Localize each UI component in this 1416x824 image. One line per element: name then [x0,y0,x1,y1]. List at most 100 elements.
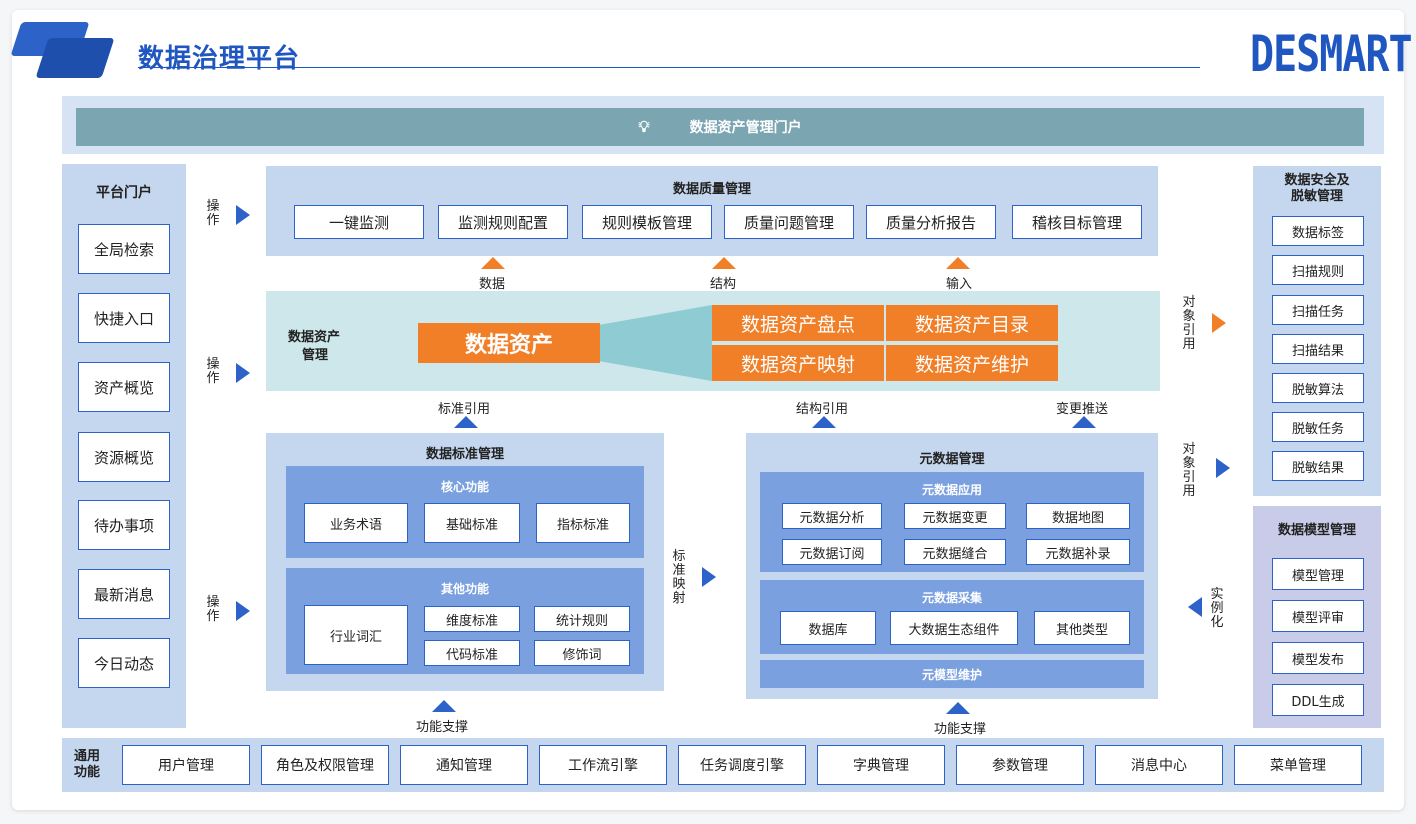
arrow-up-icon [432,700,456,712]
arrow-up-icon [454,416,478,428]
asset-title-line1: 数据资产 [288,330,341,345]
metadata-title: 元数据管理 [919,452,985,467]
model-item-manage[interactable]: 模型管理 [1272,558,1364,590]
security-item-tag[interactable]: 数据标签 [1272,216,1364,246]
security-title: 数据安全及 脱敏管理 [1253,173,1381,205]
asset-item-maintenance[interactable]: 数据资产维护 [886,345,1058,381]
common-item-workflow[interactable]: 工作流引擎 [539,745,667,785]
meta-app-title: 元数据应用 [921,483,982,497]
quality-item-monitor[interactable]: 一键监测 [294,205,424,239]
arrow-up-icon [481,257,505,269]
common-item-scheduler[interactable]: 任务调度引擎 [678,745,806,785]
platform-portal-title: 平台门户 [96,185,152,201]
op-label-3: 操作 [206,595,220,624]
op-label-1: 操作 [206,199,220,228]
meta-model-maint[interactable]: 元模型维护 [760,660,1144,688]
common-title-line2: 功能 [74,765,101,780]
meta-item-stitch[interactable]: 元数据缝合 [904,539,1006,565]
std-item-industry-vocab[interactable]: 行业词汇 [304,605,408,665]
common-item-user[interactable]: 用户管理 [122,745,250,785]
asset-title-line2: 管理 [302,348,329,363]
asset-item-catalog[interactable]: 数据资产目录 [886,305,1058,341]
arrow-right-icon [1216,458,1230,478]
flow-label-data: 数据 [479,277,506,292]
meta-item-change[interactable]: 元数据变更 [904,503,1006,529]
left-item-todo[interactable]: 待办事项 [78,500,170,550]
flow-label-input: 输入 [946,277,973,292]
security-item-scan-result[interactable]: 扫描结果 [1272,334,1364,364]
meta-item-bigdata[interactable]: 大数据生态组件 [890,611,1018,645]
common-item-messages[interactable]: 消息中心 [1095,745,1223,785]
std-item-dimension[interactable]: 维度标准 [424,606,520,632]
meta-collect-title: 元数据采集 [921,591,982,605]
meta-item-analysis[interactable]: 元数据分析 [782,503,882,529]
common-item-notify[interactable]: 通知管理 [400,745,528,785]
model-title: 数据模型管理 [1277,523,1356,538]
std-item-stat-rule[interactable]: 统计规则 [534,606,630,632]
model-item-ddl[interactable]: DDL生成 [1272,684,1364,716]
common-item-menu[interactable]: 菜单管理 [1234,745,1362,785]
security-item-mask-algo[interactable]: 脱敏算法 [1272,373,1364,403]
common-item-dictionary[interactable]: 字典管理 [817,745,945,785]
std-map-label: 标准映射 [672,549,686,606]
std-item-metric[interactable]: 指标标准 [536,503,630,543]
quality-item-report[interactable]: 质量分析报告 [866,205,996,239]
left-item-today[interactable]: 今日动态 [78,638,170,688]
std-item-modifier[interactable]: 修饰词 [534,640,630,666]
security-item-scan-task[interactable]: 扫描任务 [1272,295,1364,325]
ref-label-push: 变更推送 [1056,402,1109,417]
asset-item-mapping[interactable]: 数据资产映射 [712,345,884,381]
portal-bar[interactable]: 💡︎ 数据资产管理门户 [76,108,1364,146]
meta-item-map[interactable]: 数据地图 [1026,503,1130,529]
arrow-up-icon [1072,416,1096,428]
left-item-search[interactable]: 全局检索 [78,224,170,274]
security-item-mask-task[interactable]: 脱敏任务 [1272,412,1364,442]
support-label-left: 功能支撑 [416,720,469,735]
common-item-role[interactable]: 角色及权限管理 [261,745,389,785]
meta-item-other[interactable]: 其他类型 [1034,611,1130,645]
page-title: 数据治理平台 [138,44,301,74]
meta-item-supplement[interactable]: 元数据补录 [1026,539,1130,565]
asset-title: 数据资产 管理 [288,329,340,365]
meta-item-subscribe[interactable]: 元数据订阅 [782,539,882,565]
quality-item-template[interactable]: 规则模板管理 [582,205,712,239]
quality-item-rule-config[interactable]: 监测规则配置 [438,205,568,239]
common-item-params[interactable]: 参数管理 [956,745,1084,785]
support-label-right: 功能支撑 [934,722,987,737]
asset-main-box[interactable]: 数据资产 [418,323,600,363]
arrow-right-icon [236,205,250,225]
security-item-mask-result[interactable]: 脱敏结果 [1272,451,1364,481]
left-item-news[interactable]: 最新消息 [78,569,170,619]
quality-item-audit[interactable]: 稽核目标管理 [1012,205,1142,239]
ref-label-structure: 结构引用 [796,402,849,417]
instantiate-label: 实例化 [1210,587,1224,630]
model-item-review[interactable]: 模型评审 [1272,600,1364,632]
std-item-code[interactable]: 代码标准 [424,640,520,666]
left-item-shortcut[interactable]: 快捷入口 [78,293,170,343]
arrow-up-icon [712,257,736,269]
standard-title: 数据标准管理 [425,447,504,462]
std-item-business-term[interactable]: 业务术语 [304,503,408,543]
obj-ref-label-2: 对象引用 [1182,442,1196,499]
arrow-left-icon [1188,597,1202,617]
title-underline [138,67,1200,68]
meta-item-database[interactable]: 数据库 [780,611,876,645]
other-function-title: 其他功能 [440,582,489,596]
arrow-right-icon [236,601,250,621]
arrow-right-icon [236,363,250,383]
portal-label: 数据资产管理门户 [689,120,802,136]
brand-logo: DESMART [1250,26,1413,84]
std-item-basic[interactable]: 基础标准 [424,503,520,543]
quality-title: 数据质量管理 [672,182,751,197]
core-function-title: 核心功能 [440,480,489,494]
left-item-resource-overview[interactable]: 资源概览 [78,432,170,482]
arrow-up-icon [946,257,970,269]
left-item-asset-overview[interactable]: 资产概览 [78,362,170,412]
asset-item-inventory[interactable]: 数据资产盘点 [712,305,884,341]
op-label-2: 操作 [206,357,220,386]
arrow-right-icon [702,567,716,587]
model-item-publish[interactable]: 模型发布 [1272,642,1364,674]
security-item-scan-rule[interactable]: 扫描规则 [1272,255,1364,285]
common-title: 通用 功能 [74,749,100,781]
quality-item-issue[interactable]: 质量问题管理 [724,205,854,239]
